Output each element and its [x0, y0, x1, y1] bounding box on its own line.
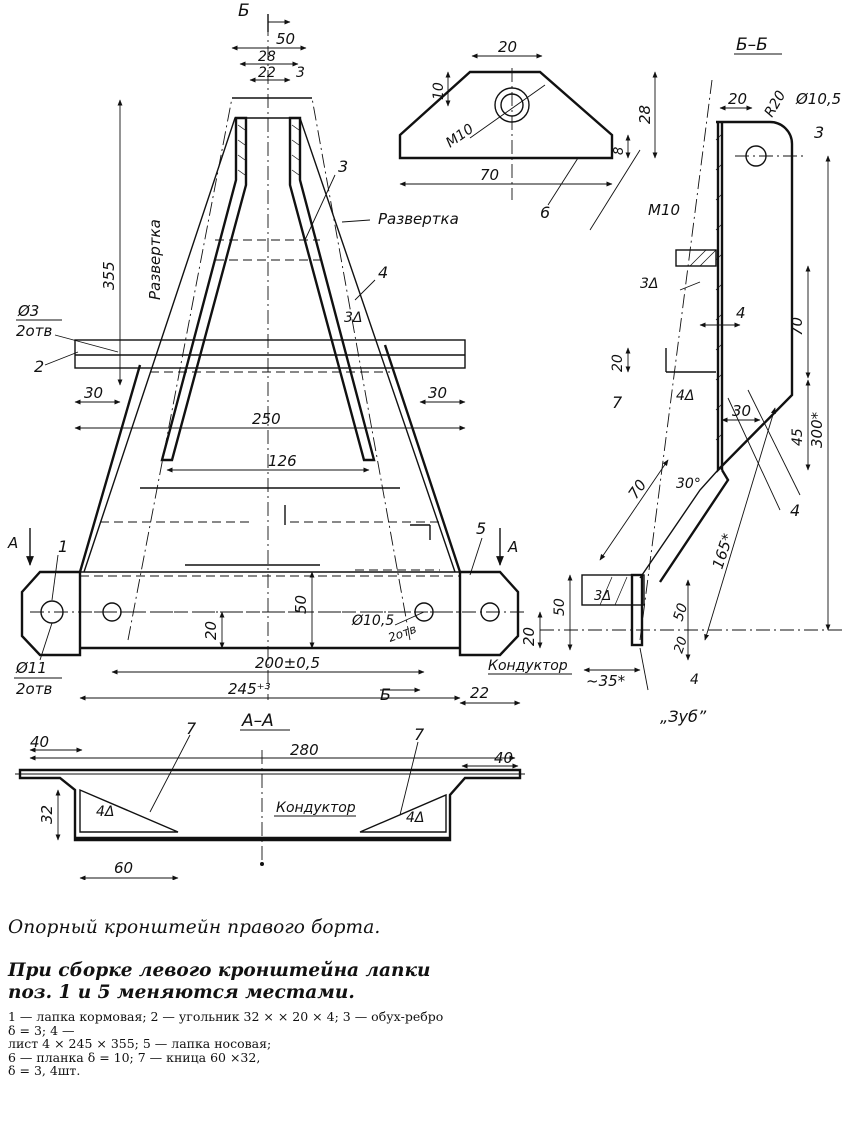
razvertka-left: Развертка: [146, 219, 164, 300]
bb-dim-30deg: 30°: [676, 476, 701, 492]
section-b-mark-bottom: Б: [380, 685, 391, 704]
callout-3: 3: [338, 157, 348, 176]
assembly-note: При сборке левого кронштейна лапки поз. …: [8, 960, 431, 1003]
technical-drawing: Б 50 28 22 3 355 Развертка Развертка 3 4…: [7, 1, 845, 880]
bb-dim-4b: 4: [690, 672, 699, 688]
bb-dim-70: 70: [788, 317, 806, 336]
dim-245: 245⁺³: [228, 680, 271, 698]
dim-20-right: 20: [520, 627, 538, 646]
aa-dim-40-right: 40: [494, 749, 513, 767]
aa-konduktor: Кондуктор: [276, 800, 356, 816]
callout-7-aa-left: 7: [186, 719, 197, 738]
bb-dim-300: 300*: [808, 411, 826, 448]
bb-dim-20b: 20: [610, 354, 626, 372]
callout-2: 2: [34, 357, 44, 376]
callout-5: 5: [476, 519, 486, 538]
hole-d11-count: 2отв: [16, 680, 52, 698]
bb-dim-50b: 50: [671, 601, 692, 623]
bb-weld-3b: 3Δ: [594, 589, 611, 604]
callout-3-bb: 3: [814, 123, 824, 142]
callout-4-bb: 4: [790, 501, 800, 520]
plate-dim-20: 20: [498, 38, 517, 56]
hole-d3: Ø3: [17, 302, 39, 320]
mark-a-left: А: [7, 534, 18, 552]
legend-line: 1 — лапка кормовая; 2 — угольник 32 × × …: [8, 1009, 444, 1038]
callout-7-aa-right: 7: [414, 725, 425, 744]
callout-1: 1: [58, 537, 68, 556]
main-view: [20, 14, 543, 706]
section-bb-view: [540, 79, 845, 691]
section-b-mark: Б: [238, 1, 250, 21]
legend-line: 6 — планка δ = 10; 7 — кница 60 ×32,: [8, 1049, 261, 1065]
aa-dim-40-left: 40: [30, 733, 49, 751]
bb-zub: „Зуб”: [660, 707, 707, 726]
aa-weld-4-left: 4Δ: [96, 804, 114, 820]
bb-radius: R20: [762, 88, 790, 120]
aa-dim-60: 60: [114, 859, 133, 877]
dim-3-top: 3: [296, 65, 305, 81]
dim-200: 200±0,5: [255, 654, 320, 672]
mark-a-right: А: [507, 538, 518, 556]
konduktor-main: Кондуктор: [488, 658, 568, 674]
hole-d105: Ø10,5: [351, 613, 394, 629]
section-bb-label: Б–Б: [736, 35, 768, 55]
dim-22-top: 22: [258, 65, 276, 81]
weld-3: 3Δ: [344, 310, 362, 326]
legend-line: δ = 3, 4шт.: [8, 1063, 81, 1078]
figure-title: Опорный кронштейн правого борта.: [8, 917, 381, 938]
bb-thread: M10: [648, 201, 680, 219]
callout-7-bb: 7: [612, 393, 623, 412]
plate-6-view: [398, 53, 658, 206]
plate-dim-8: 8: [612, 147, 627, 155]
callout-4: 4: [378, 263, 388, 282]
bb-hole: Ø10,5: [795, 90, 841, 108]
aa-weld-4-right: 4Δ: [406, 810, 424, 826]
bb-dim-4: 4: [736, 304, 746, 322]
dim-250: 250: [252, 410, 281, 428]
dim-30-right: 30: [428, 384, 447, 402]
bb-weld-4: 4Δ: [676, 388, 694, 404]
foot-5: [458, 570, 520, 657]
razvertka-right: Развертка: [378, 210, 459, 228]
plate-dim-70: 70: [480, 166, 499, 184]
dim-30-left: 30: [84, 384, 103, 402]
callout-6: 6: [540, 203, 550, 222]
foot-1: [20, 570, 82, 657]
bb-dim-20: 20: [728, 90, 747, 108]
aa-dim-32: 32: [38, 805, 56, 824]
bb-dim-70b: 70: [625, 476, 651, 502]
dim-50-top: 50: [276, 30, 295, 48]
dim-355: 355: [100, 261, 118, 290]
aa-dim-280: 280: [290, 741, 319, 759]
bb-dim-45: 45: [790, 428, 806, 446]
dim-126: 126: [268, 452, 297, 470]
dim-50-mid: 50: [292, 595, 310, 614]
hole-d11: Ø11: [15, 659, 47, 677]
bb-dim-50a: 50: [552, 598, 568, 616]
bb-dim-165: 165*: [709, 531, 737, 571]
bb-dim-35: ~35*: [586, 672, 626, 690]
dim-22-bottom: 22: [470, 684, 489, 702]
bb-weld-3: 3Δ: [640, 276, 658, 292]
hole-d3-count: 2отв: [16, 322, 52, 340]
plate-dim-28: 28: [636, 105, 654, 124]
section-aa-view: [15, 734, 525, 880]
section-aa-label: А–А: [241, 711, 274, 731]
plate-thread: M10: [443, 121, 477, 151]
dim-20-left: 20: [202, 621, 220, 640]
bb-dim-30: 30: [732, 402, 751, 420]
plate-dim-10: 10: [431, 82, 447, 100]
parts-legend: 1 — лапка кормовая; 2 — угольник 32 × × …: [8, 1010, 448, 1078]
legend-line: лист 4 × 245 × 355; 5 — лапка носовая;: [8, 1036, 272, 1051]
dim-28-top: 28: [258, 49, 276, 65]
bb-dim-20c: 20: [672, 635, 691, 655]
